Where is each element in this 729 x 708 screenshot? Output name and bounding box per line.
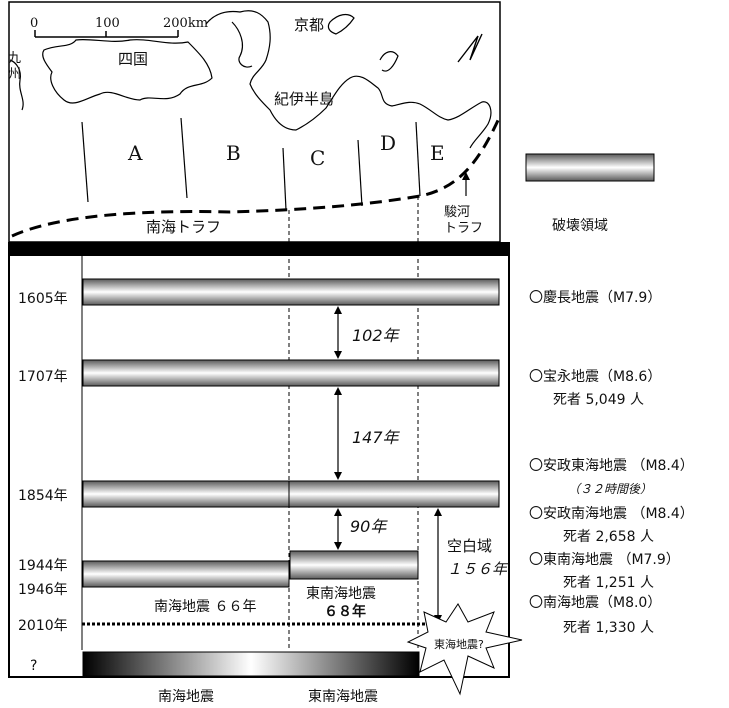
segment-label-d: D: [380, 131, 396, 155]
label-suruga-2: トラフ: [444, 221, 483, 236]
event-1854-nankai: 〇安政南海地震 （M8.4）: [529, 506, 694, 522]
interval-147: 147年: [352, 428, 401, 447]
tonankai-elapsed: ６８年: [324, 603, 366, 620]
event-1854-delay: （３２時間後）: [568, 482, 652, 496]
label-kii: 紀伊半島: [274, 90, 334, 108]
ise-bay: [379, 51, 399, 72]
tonankai-label: 東南海地震: [306, 586, 376, 602]
trough-line: [11, 115, 502, 238]
year-2010: 2010年: [18, 618, 68, 634]
interval-90: 90年: [350, 517, 388, 536]
kyushu-coast: [9, 59, 24, 111]
honshu-coast: [205, 10, 492, 149]
gap-years: １５６年: [447, 560, 509, 578]
event-1946: 〇南海地震（M8.0）: [529, 595, 661, 611]
legend: 破壊領域: [525, 153, 655, 234]
event-1854-deaths: 死者 2,658 人: [563, 529, 654, 545]
label-suruga-1: 駿河: [444, 205, 470, 220]
map-panel: 0 100 200km: [8, 1, 502, 243]
bar-1854: [82, 480, 500, 508]
year-1854: 1854年: [18, 488, 68, 504]
shikoku-coast: [42, 38, 213, 104]
segment-label-c: C: [310, 146, 325, 170]
bottom-label-tonankai: 東南海地震: [308, 689, 378, 705]
bar-1946: [82, 560, 290, 588]
event-1707: 〇宝永地震（M8.6）: [529, 369, 661, 385]
scale-label-100: 100: [95, 16, 120, 31]
segment-label-b: B: [226, 141, 241, 165]
label-shikoku: 四国: [118, 50, 148, 68]
osaka-bay: [231, 21, 253, 68]
bar-1605: [82, 278, 500, 306]
year-1946: 1946年: [18, 582, 68, 598]
bar-1944: [289, 550, 419, 580]
event-1605: 〇慶長地震（M7.9）: [529, 290, 661, 306]
scale-label-200km: 200km: [163, 16, 208, 31]
bottom-label-nankai: 南海地震: [158, 689, 214, 705]
event-1944: 〇東南海地震 （M7.9）: [529, 552, 680, 568]
event-1707-deaths: 死者 5,049 人: [553, 392, 644, 408]
year-1944: 1944年: [18, 558, 68, 574]
event-1944-deaths: 死者 1,251 人: [563, 575, 654, 591]
interval-arrows: [337, 308, 439, 621]
tokai-label: 東海地震?: [434, 637, 484, 651]
event-1854-tokai: 〇安政東海地震 （M8.4）: [529, 458, 694, 474]
legend-swatch: [525, 153, 655, 182]
interval-102: 102年: [352, 326, 401, 345]
segment-boundaries: [81, 117, 421, 211]
segment-label-e: E: [430, 141, 445, 165]
coastline: [9, 10, 492, 149]
scale-bar: 0 100 200km: [30, 16, 208, 38]
year-1605: 1605年: [18, 291, 68, 307]
label-kyoto: 京都: [294, 16, 324, 34]
bar-future: [82, 651, 420, 677]
timeline-header-bar: [9, 242, 509, 256]
bar-1707: [82, 359, 500, 387]
year-unknown: ?: [30, 658, 37, 674]
suruga-arrowhead-icon: [462, 172, 470, 180]
nankai-elapsed: 南海地震 ６６年: [154, 599, 256, 615]
tokai-burst: [406, 603, 523, 696]
map-frame: [8, 1, 501, 243]
scale-label-0: 0: [30, 16, 38, 31]
north-arrow-icon: [457, 33, 483, 63]
timeline-panel: 1605年 1707年 1854年 1944年 1946年 2010年 ? 10…: [8, 196, 523, 705]
event-list: 〇慶長地震（M7.9） 〇宝永地震（M8.6） 死者 5,049 人 〇安政東海…: [529, 290, 694, 636]
event-1946-deaths: 死者 1,330 人: [563, 620, 654, 636]
label-kyushu-2: 州: [8, 67, 21, 82]
label-kyushu-1: 九: [8, 51, 21, 66]
gap-label: 空白域: [447, 537, 492, 555]
segment-label-a: A: [127, 141, 143, 165]
year-1707: 1707年: [18, 369, 68, 385]
legend-label: 破壊領域: [552, 217, 608, 234]
label-nankai-trough: 南海トラフ: [146, 218, 221, 236]
lake-biwa: [327, 13, 355, 35]
